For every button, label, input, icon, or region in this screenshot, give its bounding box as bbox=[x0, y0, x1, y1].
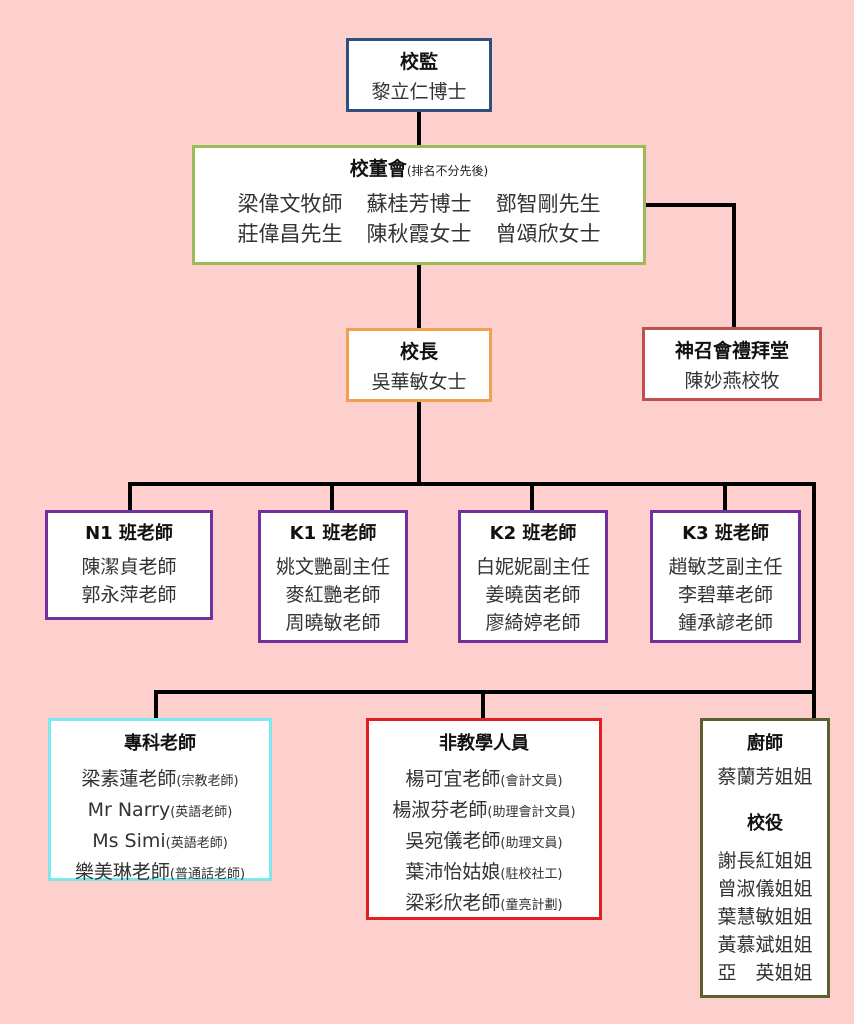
nonteaching-item: 楊可宜老師(會計文員) bbox=[369, 765, 599, 796]
principal-box: 校長 吳華敏女士 bbox=[346, 328, 492, 402]
board-member: 陳秋霞女士 bbox=[366, 222, 472, 246]
connector-board-church-h bbox=[644, 203, 736, 207]
staff-name: 楊可宜老師 bbox=[405, 768, 501, 790]
class-teacher: 周曉敏老師 bbox=[285, 612, 381, 634]
connector-k3 bbox=[723, 482, 727, 512]
board-row: 梁偉文牧師蘇桂芳博士鄧智剛先生 bbox=[195, 189, 643, 219]
supervisor-name: 黎立仁博士 bbox=[371, 81, 467, 103]
principal-title: 校長 bbox=[399, 341, 438, 363]
janitor-name: 黃慕斌姐姐 bbox=[717, 934, 813, 956]
nonteaching-item: 楊淑芬老師(助理會計文員) bbox=[369, 796, 599, 827]
class-teacher: 趙敏芝副主任 bbox=[668, 556, 783, 578]
class-teacher: 廖綺婷老師 bbox=[485, 612, 581, 634]
specialist-title: 專科老師 bbox=[124, 733, 196, 754]
staff-role: (宗教老師) bbox=[176, 774, 239, 789]
supervisor-title: 校監 bbox=[399, 51, 438, 73]
board-member: 鄧智剛先生 bbox=[495, 192, 601, 216]
connector-board-church-v bbox=[732, 203, 736, 329]
staff-role: (英語老師) bbox=[170, 805, 233, 820]
staff-name: 樂美琳老師 bbox=[74, 861, 170, 883]
board-member: 曾頌欣女士 bbox=[495, 222, 601, 246]
class-box-k3: K3 班老師 趙敏芝副主任 李碧華老師 鍾承諺老師 bbox=[650, 510, 801, 643]
staff-role: (英語老師) bbox=[165, 836, 228, 851]
class-title: K3 班老師 bbox=[682, 523, 769, 544]
staff-role: (童亮計劃) bbox=[500, 898, 563, 913]
board-member: 蘇桂芳博士 bbox=[366, 192, 472, 216]
class-teacher: 白妮妮副主任 bbox=[475, 556, 590, 578]
class-title: K1 班老師 bbox=[289, 523, 377, 544]
connector-classes-bar bbox=[128, 482, 816, 486]
staff-role: (會計文員) bbox=[500, 774, 563, 789]
staff-name: 葉沛怡姑娘 bbox=[405, 861, 501, 883]
janitor-name: 葉慧敏姐姐 bbox=[717, 906, 813, 928]
nonteaching-title: 非教學人員 bbox=[439, 733, 529, 754]
board-member: 梁偉文牧師 bbox=[237, 192, 343, 216]
staff-role: (普通話老師) bbox=[169, 867, 246, 882]
staff-role: (助理文員) bbox=[500, 836, 563, 851]
connector-n1 bbox=[128, 482, 132, 512]
cook-name: 蔡蘭芳姐姐 bbox=[717, 766, 813, 788]
staff-role: (駐校社工) bbox=[500, 867, 563, 882]
class-teacher: 姚文艷副主任 bbox=[275, 556, 390, 578]
connector-board-principal bbox=[417, 262, 421, 330]
church-title: 神召會禮拜堂 bbox=[674, 340, 789, 362]
cook-title: 廚師 bbox=[747, 733, 783, 754]
connector-principal-classes bbox=[417, 400, 421, 484]
class-teacher: 姜曉茵老師 bbox=[485, 584, 581, 606]
specialist-item: Mr Narry(英語老師) bbox=[51, 796, 269, 827]
connector-supervisor-board bbox=[417, 110, 421, 146]
kitchen-box: 廚師 蔡蘭芳姐姐 校役 謝長紅姐姐 曾淑儀姐姐 葉慧敏姐姐 黃慕斌姐姐 亞 英姐… bbox=[700, 718, 830, 998]
nonteaching-item: 葉沛怡姑娘(駐校社工) bbox=[369, 858, 599, 889]
janitor-title: 校役 bbox=[747, 813, 783, 834]
janitor-name: 曾淑儀姐姐 bbox=[717, 878, 813, 900]
board-member: 莊偉昌先生 bbox=[237, 222, 343, 246]
staff-role: (助理會計文員) bbox=[487, 805, 576, 820]
class-title: K2 班老師 bbox=[489, 523, 577, 544]
staff-name: 梁素蓮老師 bbox=[81, 768, 177, 790]
class-box-n1: N1 班老師 陳潔貞老師 郭永萍老師 bbox=[45, 510, 213, 620]
staff-name: 吳宛儀老師 bbox=[405, 830, 501, 852]
connector-k1 bbox=[330, 482, 334, 512]
supervisor-box: 校監 黎立仁博士 bbox=[346, 38, 492, 112]
class-teacher: 陳潔貞老師 bbox=[81, 556, 177, 578]
staff-name: 楊淑芬老師 bbox=[392, 799, 488, 821]
connector-right-vertical bbox=[812, 482, 816, 720]
janitor-name: 亞 英姐姐 bbox=[717, 962, 813, 984]
janitor-name: 謝長紅姐姐 bbox=[717, 850, 813, 872]
church-box: 神召會禮拜堂 陳妙燕校牧 bbox=[642, 327, 822, 401]
connector-specialist bbox=[154, 690, 158, 720]
principal-name: 吳華敏女士 bbox=[371, 371, 467, 393]
board-title: 校董會 bbox=[349, 158, 407, 180]
staff-name: 梁彩欣老師 bbox=[405, 892, 501, 914]
connector-nonteaching bbox=[481, 690, 485, 720]
nonteaching-item: 吳宛儀老師(助理文員) bbox=[369, 827, 599, 858]
connector-staff-bar bbox=[154, 690, 816, 694]
specialist-item: 樂美琳老師(普通話老師) bbox=[51, 858, 269, 889]
class-teacher: 李碧華老師 bbox=[677, 584, 773, 606]
church-name: 陳妙燕校牧 bbox=[684, 370, 780, 392]
board-note: (排名不分先後) bbox=[406, 164, 489, 178]
board-row: 莊偉昌先生陳秋霞女士曾頌欣女士 bbox=[195, 219, 643, 249]
nonteaching-item: 梁彩欣老師(童亮計劃) bbox=[369, 889, 599, 920]
class-title: N1 班老師 bbox=[85, 523, 173, 544]
staff-name: Mr Narry bbox=[87, 799, 171, 821]
specialist-item: 梁素蓮老師(宗教老師) bbox=[51, 765, 269, 796]
specialist-item: Ms Simi(英語老師) bbox=[51, 827, 269, 858]
class-box-k2: K2 班老師 白妮妮副主任 姜曉茵老師 廖綺婷老師 bbox=[458, 510, 608, 643]
connector-k2 bbox=[530, 482, 534, 512]
class-box-k1: K1 班老師 姚文艷副主任 麥紅艷老師 周曉敏老師 bbox=[258, 510, 408, 643]
staff-name: Ms Simi bbox=[92, 830, 166, 852]
class-teacher: 郭永萍老師 bbox=[81, 584, 177, 606]
class-teacher: 鍾承諺老師 bbox=[677, 612, 773, 634]
specialist-box: 專科老師 梁素蓮老師(宗教老師) Mr Narry(英語老師) Ms Simi(… bbox=[48, 718, 272, 883]
board-heading: 校董會(排名不分先後) bbox=[195, 154, 643, 181]
nonteaching-box: 非教學人員 楊可宜老師(會計文員) 楊淑芬老師(助理會計文員) 吳宛儀老師(助理… bbox=[366, 718, 602, 920]
board-box: 校董會(排名不分先後) 梁偉文牧師蘇桂芳博士鄧智剛先生 莊偉昌先生陳秋霞女士曾頌… bbox=[192, 145, 646, 265]
class-teacher: 麥紅艷老師 bbox=[285, 584, 381, 606]
